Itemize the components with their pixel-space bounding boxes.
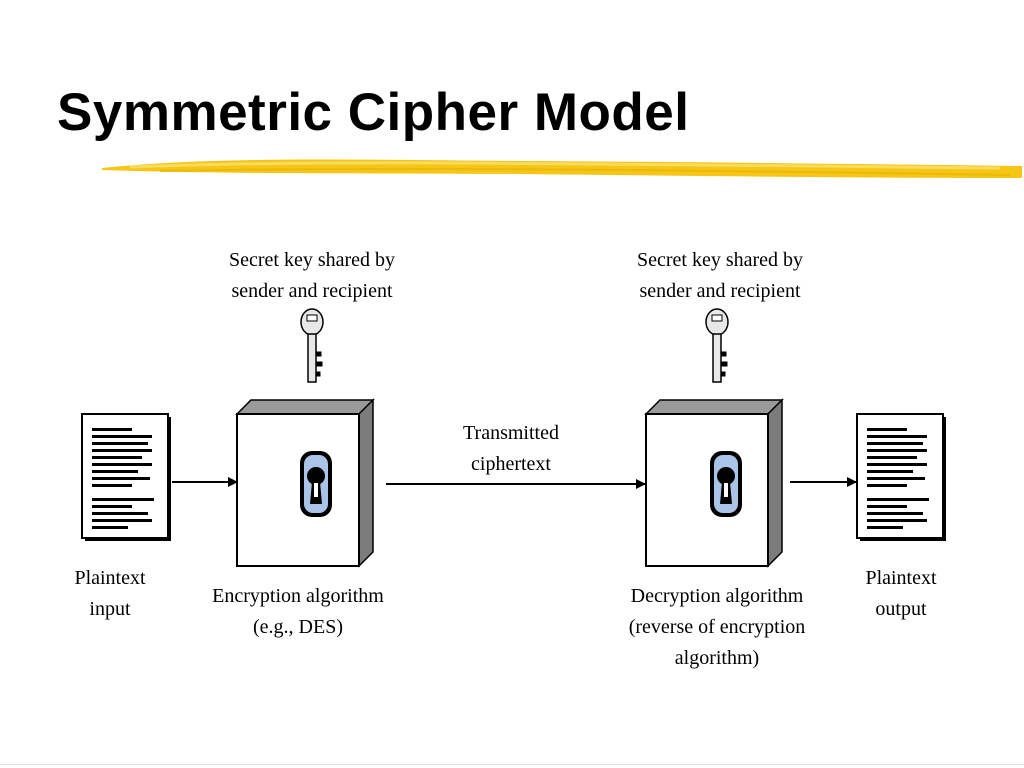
key-label-left-line2: sender and recipient	[231, 280, 393, 302]
encryption-label-line2: (e.g., DES)	[253, 616, 343, 638]
plaintext-output-label-line2: output	[875, 598, 927, 620]
plaintext-output-document-icon	[856, 413, 947, 542]
plaintext-input-label: Plaintext input	[74, 563, 145, 625]
decryption-label-line2: (reverse of encryption	[628, 616, 806, 638]
secret-key-icon-left	[300, 308, 324, 383]
slide-title: Symmetric Cipher Model	[57, 83, 690, 142]
key-label-left-line1: Secret key shared by	[228, 249, 396, 271]
key-label-right: Secret key shared by sender and recipien…	[637, 245, 803, 307]
plaintext-input-label-line2: input	[89, 598, 131, 620]
key-label-right-line1: Secret key shared by	[636, 249, 804, 271]
encryption-lock-icon	[300, 451, 332, 517]
plaintext-output-label: Plaintext output	[865, 563, 936, 625]
decryption-lock-icon	[710, 451, 742, 517]
encryption-label-line1: Encryption algorithm	[212, 585, 384, 607]
decryption-label: Decryption algorithm (reverse of encrypt…	[629, 581, 806, 674]
plaintext-input-document-icon	[81, 413, 172, 542]
footer-divider	[0, 764, 1024, 765]
key-label-left: Secret key shared by sender and recipien…	[229, 245, 395, 307]
decryption-label-line3: algorithm)	[674, 647, 760, 669]
encryption-label: Encryption algorithm (e.g., DES)	[212, 581, 384, 643]
decryption-label-line1: Decryption algorithm	[630, 585, 804, 607]
channel-label: Transmitted ciphertext	[463, 418, 559, 480]
title-highlight-stroke	[102, 159, 1022, 178]
channel-label-line1: Transmitted	[463, 422, 559, 444]
plaintext-output-label-line1: Plaintext	[865, 567, 937, 589]
key-label-right-line2: sender and recipient	[639, 280, 801, 302]
plaintext-input-label-line1: Plaintext	[74, 567, 146, 589]
channel-label-line2: ciphertext	[471, 453, 551, 475]
secret-key-icon-right	[705, 308, 729, 383]
